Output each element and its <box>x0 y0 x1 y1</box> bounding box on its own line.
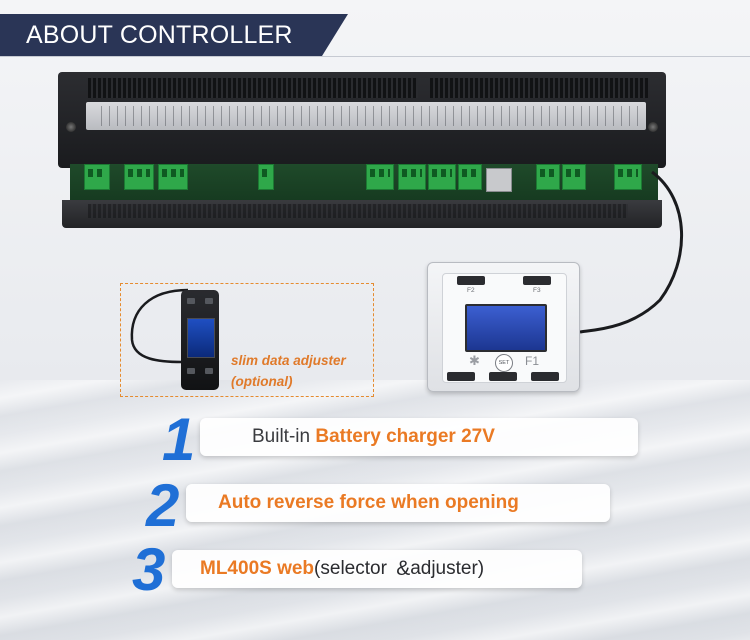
controller-housing <box>58 72 666 168</box>
adjuster-caption-line2: (optional) <box>231 374 293 389</box>
terminal-block <box>614 164 642 190</box>
keypad-key <box>531 372 559 381</box>
selector-keypad: F2 F3 ✱ SET F1 <box>427 262 580 392</box>
terminal-block <box>536 164 560 190</box>
feature-highlight: Auto reverse force when opening <box>218 492 519 513</box>
adjuster-button <box>187 368 195 374</box>
screw-icon <box>648 122 658 132</box>
feature-highlight: ML400S web <box>200 558 315 579</box>
key-f2-label: F2 <box>467 287 475 294</box>
feature-prefix: Built-in <box>252 426 316 447</box>
adjuster-screen <box>187 318 215 358</box>
base-ribs <box>88 204 628 218</box>
feature-highlight: Battery charger 27V <box>315 426 495 447</box>
ethernet-port <box>486 168 512 192</box>
f1-label: F1 <box>525 354 540 368</box>
controller-device <box>58 72 666 232</box>
feature-number: 3 <box>132 536 166 603</box>
key-f3-label: F3 <box>533 287 541 294</box>
feature-card: Built-in Battery charger 27V <box>200 418 638 456</box>
adjuster-button <box>205 368 213 374</box>
terminal-block <box>398 164 426 190</box>
adjuster-button <box>187 298 195 304</box>
vent-grille <box>430 78 648 98</box>
feature-card: Auto reverse force when opening <box>186 484 610 522</box>
slim-data-adjuster-device <box>181 290 219 390</box>
terminal-block <box>562 164 586 190</box>
terminal-block <box>158 164 188 190</box>
terminal-block <box>428 164 456 190</box>
keypad-key <box>457 276 485 285</box>
header-divider <box>0 56 750 57</box>
section-header: ABOUT CONTROLLER <box>0 14 348 56</box>
keypad-screen <box>465 304 547 352</box>
keypad-key <box>489 372 517 381</box>
terminal-block <box>458 164 482 190</box>
terminal-block <box>366 164 394 190</box>
slim-adjuster-box: slim data adjuster (optional) <box>120 283 374 397</box>
set-button-label: SET <box>495 354 513 372</box>
terminal-block <box>258 164 274 190</box>
terminal-label-strip <box>86 102 646 130</box>
feature-detail: (selector <box>314 558 393 579</box>
terminal-block <box>124 164 154 190</box>
adjuster-caption: slim data adjuster (optional) <box>231 350 346 392</box>
adjuster-caption-line1: slim data adjuster <box>231 353 346 368</box>
feature-ampersand: & <box>396 557 411 580</box>
adjuster-button <box>205 298 213 304</box>
keypad-key <box>447 372 475 381</box>
vent-grille <box>88 78 418 98</box>
fan-icon: ✱ <box>469 353 480 368</box>
feature-number: 2 <box>146 472 180 539</box>
feature-card: ML400S web (selector & adjuster) <box>172 550 582 588</box>
keypad-key <box>523 276 551 285</box>
screw-icon <box>66 122 76 132</box>
feature-tail: adjuster) <box>410 558 485 579</box>
keypad-face: F2 F3 ✱ SET F1 <box>442 273 567 383</box>
feature-number: 1 <box>162 406 196 473</box>
terminal-block <box>84 164 110 190</box>
header-title: ABOUT CONTROLLER <box>26 20 293 49</box>
